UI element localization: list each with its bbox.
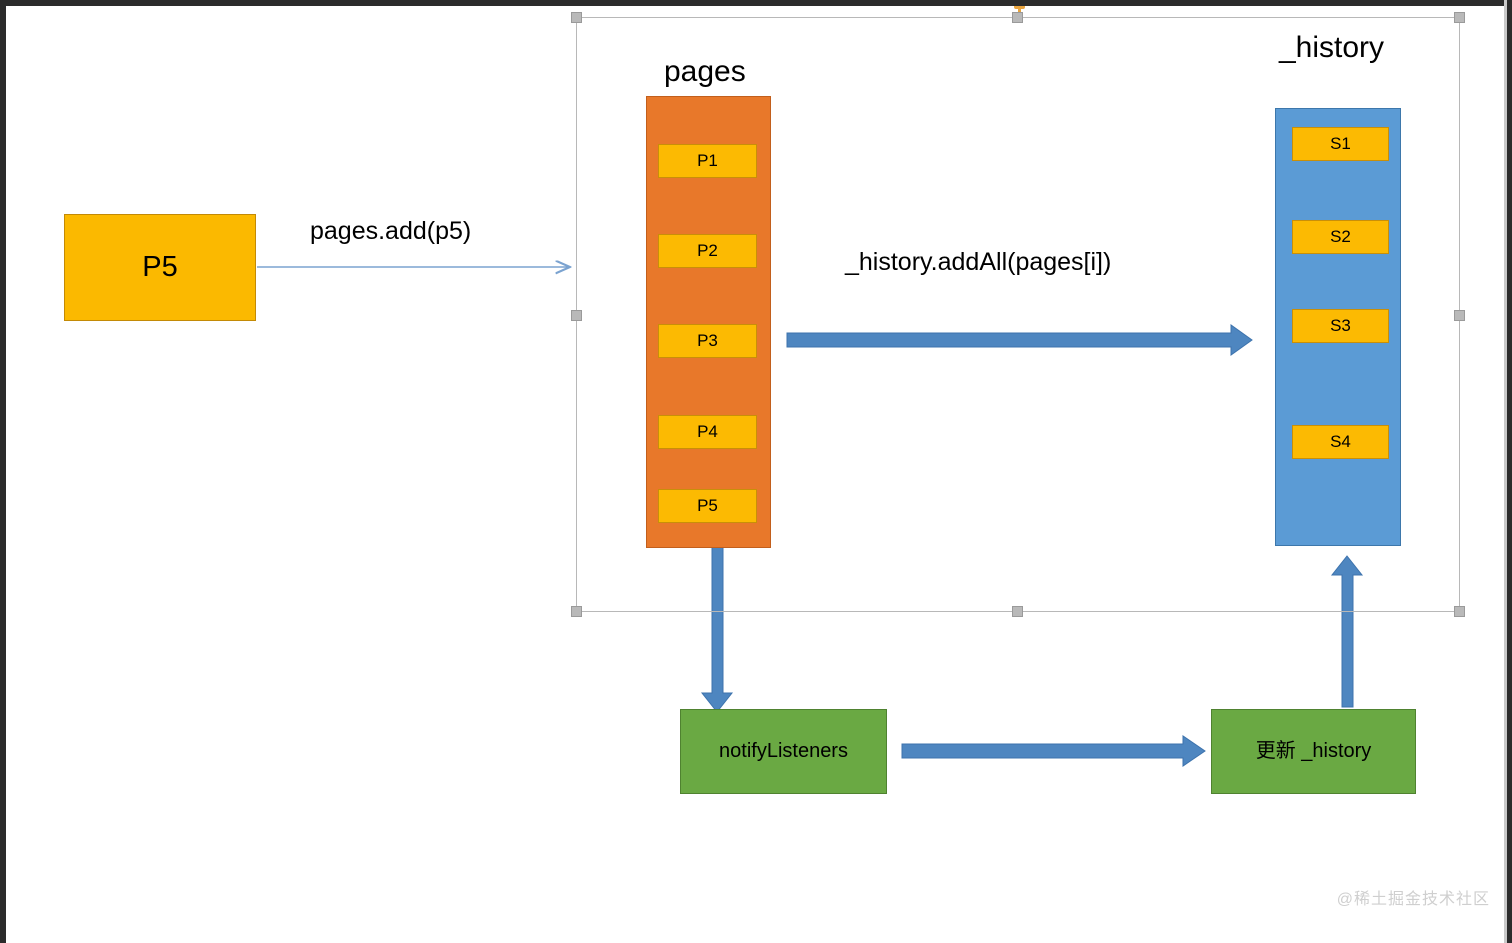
pages-item-p1-label: P1 [697, 151, 718, 171]
history-item-s1-label: S1 [1330, 134, 1351, 154]
source-box-p5[interactable]: P5 [64, 214, 256, 321]
history-item-s4-label: S4 [1330, 432, 1351, 452]
history-item-s4[interactable]: S4 [1292, 425, 1389, 459]
selection-handle-top-center[interactable] [1012, 12, 1023, 23]
pages-item-p2-label: P2 [697, 241, 718, 261]
history-item-s2-label: S2 [1330, 227, 1351, 247]
pages-item-p3[interactable]: P3 [658, 324, 757, 358]
arrow-pages-to-notifylisteners [700, 519, 734, 713]
pages-item-p5-label: P5 [697, 496, 718, 516]
edge-label-history-addall: _history.addAll(pages[i]) [845, 248, 1112, 276]
selection-handle-middle-right[interactable] [1454, 310, 1465, 321]
edge-label-pages-add: pages.add(p5) [310, 217, 472, 245]
selection-handle-bottom-center[interactable] [1012, 606, 1023, 617]
history-item-s3-label: S3 [1330, 316, 1351, 336]
selection-handle-bottom-left[interactable] [571, 606, 582, 617]
history-item-s2[interactable]: S2 [1292, 220, 1389, 254]
pages-item-p1[interactable]: P1 [658, 144, 757, 178]
window-frame-left [0, 0, 6, 943]
pages-title: pages [664, 55, 746, 88]
window-frame-right-inner [1504, 0, 1507, 943]
pages-item-p4-label: P4 [697, 422, 718, 442]
selection-handle-bottom-right[interactable] [1454, 606, 1465, 617]
window-frame-top [0, 0, 1512, 6]
arrow-notifylisteners-to-update [901, 735, 1206, 767]
pages-item-p3-label: P3 [697, 331, 718, 351]
history-item-s3[interactable]: S3 [1292, 309, 1389, 343]
pages-item-p5[interactable]: P5 [658, 489, 757, 523]
selection-handle-top-right[interactable] [1454, 12, 1465, 23]
pages-item-p4[interactable]: P4 [658, 415, 757, 449]
selection-handle-middle-left[interactable] [571, 310, 582, 321]
arrow-update-to-history [1330, 555, 1364, 708]
pages-item-p2[interactable]: P2 [658, 234, 757, 268]
source-box-p5-label: P5 [142, 250, 178, 283]
history-item-s1[interactable]: S1 [1292, 127, 1389, 161]
selection-handle-top-left[interactable] [571, 12, 582, 23]
arrow-pages-to-history [786, 324, 1253, 356]
process-box-update-history-label: 更新 _history [1255, 740, 1372, 762]
history-title: _history [1279, 31, 1385, 64]
process-box-update-history[interactable]: 更新 _history [1211, 709, 1416, 794]
watermark: @稀土掘金技术社区 [1336, 891, 1490, 908]
process-box-notifylisteners-label: notifyListeners [719, 740, 848, 762]
process-box-notifylisteners[interactable]: notifyListeners [680, 709, 887, 794]
window-frame-right [1507, 0, 1512, 943]
